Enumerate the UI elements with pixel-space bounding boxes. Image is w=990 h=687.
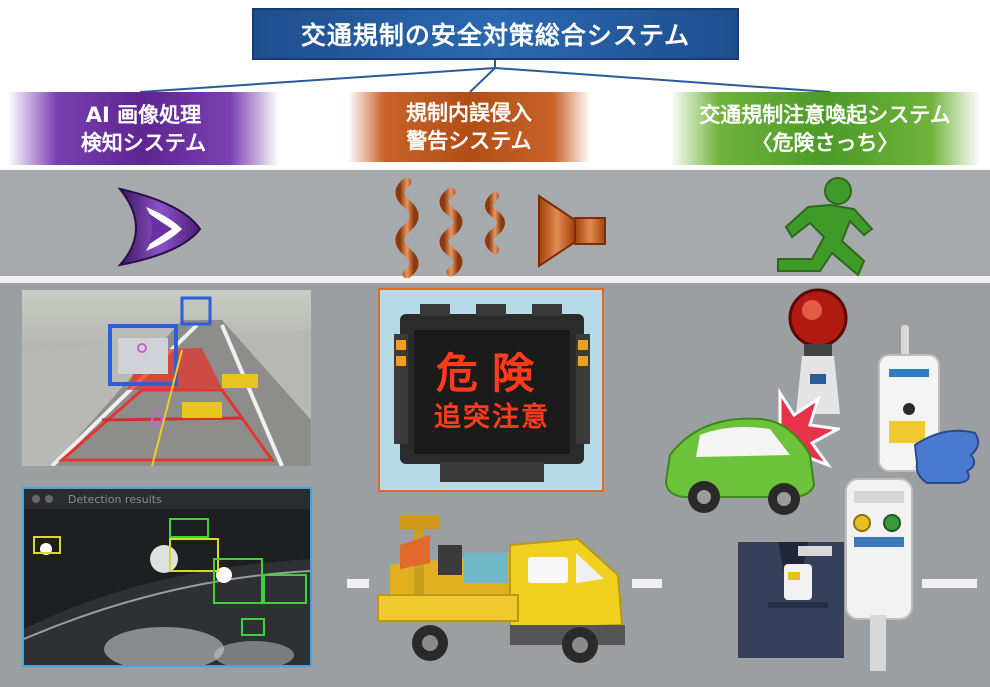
car-collision-icon bbox=[664, 387, 840, 515]
lane-dash bbox=[347, 579, 369, 588]
handheld-alarm-device-icon bbox=[845, 478, 913, 671]
worker-jacket-graphic bbox=[738, 542, 844, 658]
ai-detection-system-box: AI 画像処理 検知システム bbox=[8, 92, 279, 165]
night-detection-results-photo: Detection results bbox=[22, 487, 312, 667]
connector-lines bbox=[139, 60, 831, 93]
attention-alert-system-box: 交通規制注意喚起システム 〈危険さっち〉 bbox=[670, 92, 980, 165]
eye-icon bbox=[117, 187, 202, 267]
intrusion-warning-system-box: 規制内誤侵入 警告システム bbox=[348, 92, 590, 162]
alert-system-line1: 交通規制注意喚起システム bbox=[699, 102, 951, 127]
road-detection-overlay bbox=[22, 296, 311, 466]
window-close-icon bbox=[32, 495, 40, 503]
warning-sign-photo: 危険 追突注意 bbox=[378, 288, 604, 492]
running-person-icon bbox=[777, 177, 874, 277]
ai-road-camera-photo bbox=[22, 290, 311, 466]
detection-window-titlebar: Detection results bbox=[24, 489, 310, 509]
night-detection-overlay bbox=[24, 518, 310, 665]
led-sign-display: 危険 追突注意 bbox=[414, 330, 570, 454]
warning-system-line1: 規制内誤侵入 bbox=[406, 101, 532, 125]
sign-text-caution: 追突注意 bbox=[434, 402, 550, 433]
warning-truck-icon bbox=[377, 515, 625, 663]
ai-system-line2: 検知システム bbox=[80, 130, 207, 155]
rotating-warning-light-icon bbox=[788, 288, 848, 414]
pager-device-with-hand-icon bbox=[878, 325, 980, 484]
ai-system-line1: AI 画像処理 bbox=[85, 102, 202, 127]
worker-wearing-device-photo bbox=[738, 542, 844, 658]
sign-text-danger: 危険 bbox=[435, 349, 548, 398]
sound-wave-icon bbox=[395, 178, 505, 278]
detection-window-title: Detection results bbox=[68, 492, 162, 506]
window-minimize-icon bbox=[45, 495, 53, 503]
page-title: 交通規制の安全対策総合システム bbox=[252, 8, 739, 60]
lane-line bbox=[0, 276, 990, 283]
warning-system-line2: 警告システム bbox=[406, 129, 532, 153]
speaker-icon bbox=[538, 194, 606, 268]
lane-dash bbox=[632, 579, 662, 588]
alert-system-line2: 〈危険さっち〉 bbox=[751, 130, 899, 155]
lane-dash bbox=[922, 579, 977, 588]
